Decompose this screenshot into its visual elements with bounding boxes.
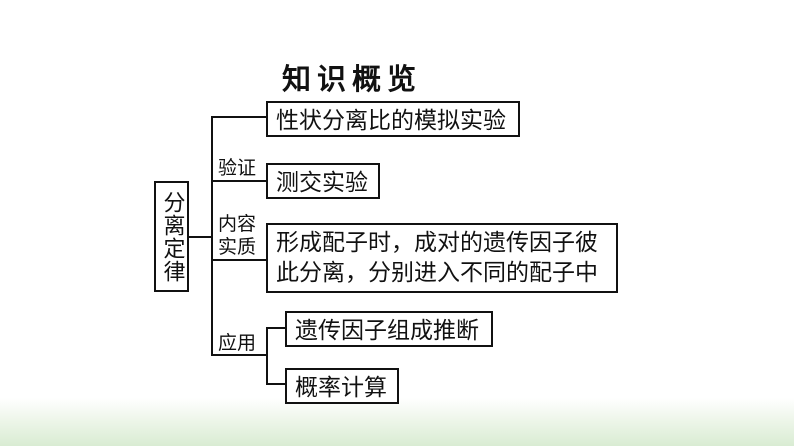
node-genotype: 遗传因子组成推断 xyxy=(285,311,493,347)
root-connector xyxy=(189,236,212,238)
label-verify: 验证 xyxy=(218,157,257,179)
app-sub-trunk xyxy=(266,327,268,384)
node-testcross: 测交实验 xyxy=(266,163,380,199)
node-probability: 概率计算 xyxy=(285,368,399,404)
node-essence-line2: 此分离，分别进入不同的配子中 xyxy=(276,260,598,286)
label-essence-2: 实质 xyxy=(218,236,257,258)
branch-essence xyxy=(211,259,266,261)
trunk-line xyxy=(211,116,213,356)
root-node: 分离定律 xyxy=(154,181,189,292)
branch-verify xyxy=(211,180,266,182)
branch-application xyxy=(211,354,267,356)
node-simulation: 性状分离比的模拟实验 xyxy=(266,101,520,137)
bottom-decor-band xyxy=(0,398,794,446)
branch-simulation xyxy=(211,116,266,118)
label-application: 应用 xyxy=(218,332,257,354)
diagram-title: 知识概览 xyxy=(282,62,423,96)
label-essence-1: 内容 xyxy=(218,213,257,235)
node-essence: 形成配子时，成对的遗传因子彼 此分离，分别进入不同的配子中 xyxy=(266,223,618,293)
branch-probability xyxy=(266,383,286,385)
branch-genotype xyxy=(266,327,286,329)
node-essence-line1: 形成配子时，成对的遗传因子彼 xyxy=(276,230,598,256)
